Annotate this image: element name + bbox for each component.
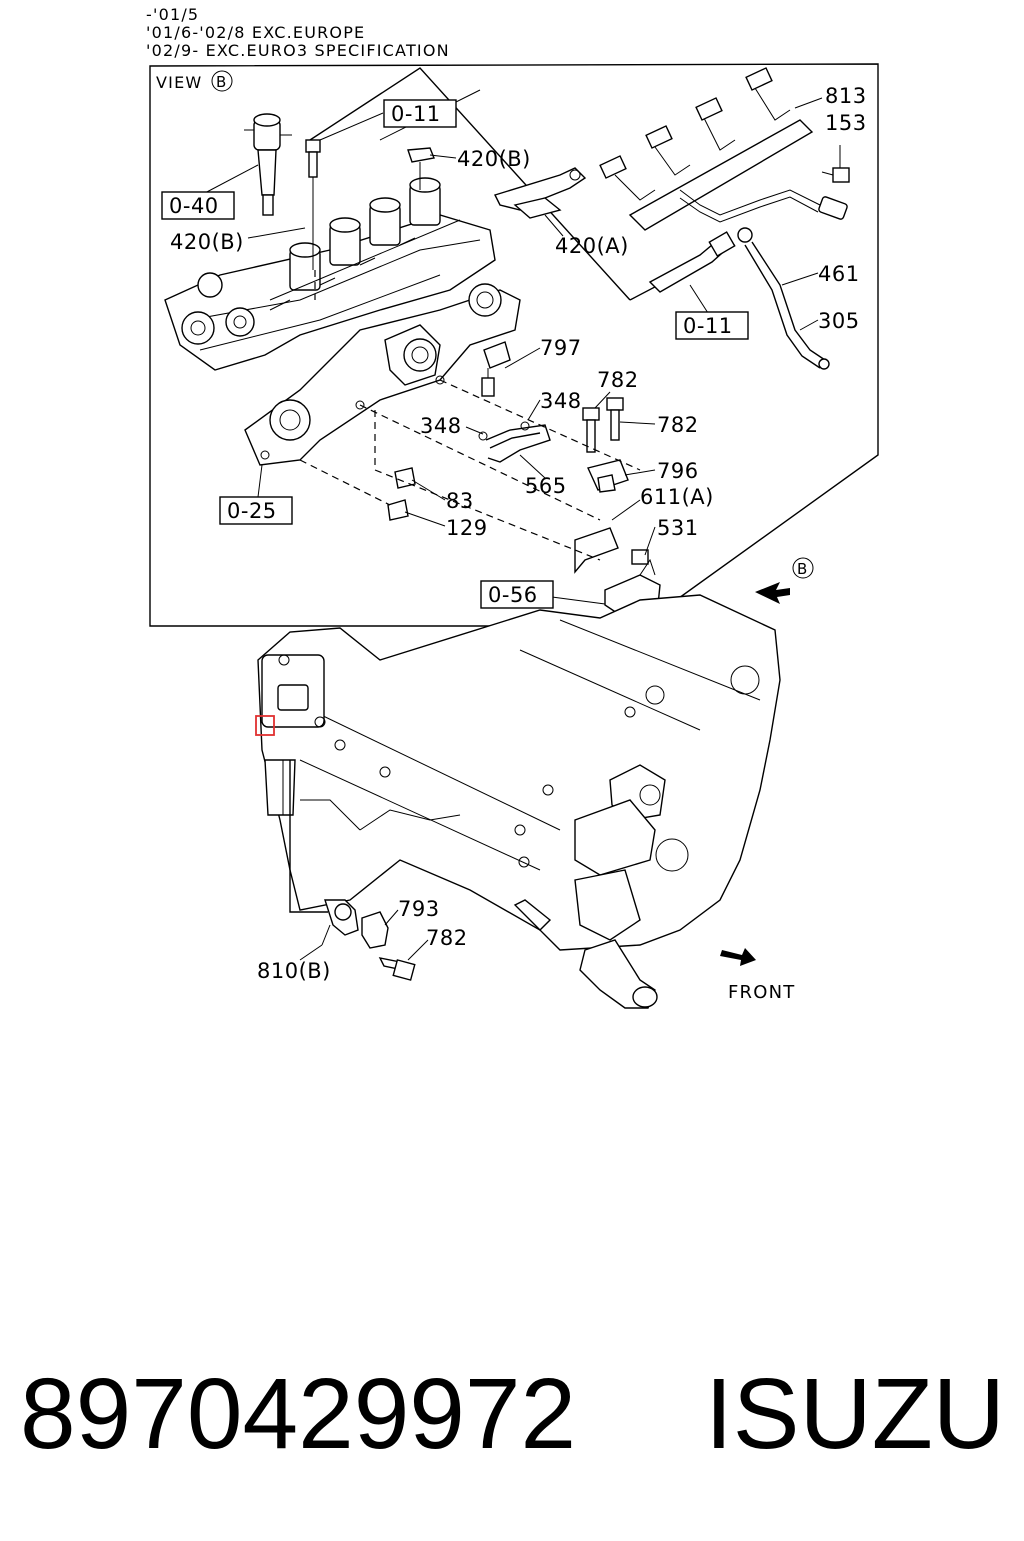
- callout-0-11-top-text: 0-11: [391, 102, 441, 126]
- note-line-2: '01/6-'02/8 EXC.EUROPE: [146, 23, 365, 42]
- callout-0-11-right-text: 0-11: [683, 314, 733, 338]
- leader-lines-view: [202, 97, 841, 605]
- note-line-3: '02/9- EXC.EURO3 SPECIFICATION: [146, 41, 450, 60]
- part-label-83[interactable]: 83: [446, 489, 474, 513]
- highlight-marker[interactable]: [255, 715, 275, 736]
- part-label-611a[interactable]: 611(A): [640, 485, 714, 509]
- bracket-420a: [494, 167, 587, 219]
- sensor-and-pipe-305: [648, 227, 830, 370]
- bolt-top: [305, 139, 321, 270]
- cylinder-head-assembly: [164, 177, 496, 371]
- view-arrow-b: B: [755, 557, 814, 604]
- view-b-frame: [149, 63, 879, 627]
- part-label-797[interactable]: 797: [540, 336, 582, 360]
- applicability-notes: -'01/5 '01/6-'02/8 EXC.EUROPE '02/9- EXC…: [146, 5, 450, 60]
- part-labels-lower: 793 782 810(B): [257, 897, 468, 983]
- part-label-420b-left[interactable]: 420(B): [170, 230, 244, 254]
- view-symbol: B: [216, 73, 226, 91]
- callout-0-25-text: 0-25: [227, 499, 277, 523]
- part-label-305[interactable]: 305: [818, 309, 860, 333]
- view-arrow-symbol: B: [797, 560, 807, 578]
- part-label-153[interactable]: 153: [825, 111, 867, 135]
- part-label-348-b[interactable]: 348: [420, 414, 462, 438]
- bolt-153: [821, 167, 850, 183]
- part-label-348-a[interactable]: 348: [540, 389, 582, 413]
- part-labels-view: 813 153 420(B) 420(B) 420(A) 461 305 797…: [170, 84, 867, 540]
- brand-name: ISUZU: [705, 1358, 1005, 1470]
- tube-565: [478, 421, 551, 463]
- bracket-796: [587, 459, 629, 493]
- injector-part: [244, 113, 292, 216]
- callout-0-40-text: 0-40: [169, 194, 219, 218]
- part-label-461[interactable]: 461: [818, 262, 860, 286]
- bolt-782-lower: [378, 957, 416, 981]
- plugs-83-129: [387, 467, 416, 521]
- sensor-810b: [321, 899, 359, 946]
- cap-793: [361, 911, 389, 949]
- callout-0-56[interactable]: 0-56: [480, 580, 554, 609]
- part-label-565[interactable]: 565: [525, 474, 567, 498]
- lower-assembly-lines: [282, 760, 328, 913]
- front-label: FRONT: [728, 982, 796, 1003]
- wire-harness-813: [599, 67, 848, 231]
- callout-0-56-text: 0-56: [488, 583, 538, 607]
- leader-lines-lower: [299, 909, 429, 961]
- sensor-797: [481, 341, 511, 397]
- callout-0-11-right[interactable]: 0-11: [675, 311, 749, 340]
- part-label-782-a[interactable]: 782: [597, 368, 639, 392]
- exhaust-manifold: [244, 283, 521, 466]
- part-label-793[interactable]: 793: [398, 897, 440, 921]
- front-arrow: FRONT: [720, 948, 796, 1003]
- part-number: 8970429972: [20, 1358, 576, 1470]
- part-label-810b[interactable]: 810(B): [257, 959, 331, 983]
- bracket-lower-531: [574, 527, 649, 574]
- bracket-420b-top: [407, 147, 435, 190]
- callout-0-40[interactable]: 0-40: [161, 191, 235, 220]
- assembly-dashed-lines: [299, 270, 641, 561]
- engine-block: [257, 594, 781, 1009]
- note-line-1: -'01/5: [146, 5, 199, 24]
- part-label-420b-top[interactable]: 420(B): [457, 147, 531, 171]
- part-label-796[interactable]: 796: [657, 459, 699, 483]
- part-label-813[interactable]: 813: [825, 84, 867, 108]
- part-label-782-b[interactable]: 782: [657, 413, 699, 437]
- callout-0-25[interactable]: 0-25: [219, 496, 293, 525]
- bolts-782-upper: [582, 397, 624, 453]
- view-symbol-circle: [211, 70, 233, 92]
- part-label-420a[interactable]: 420(A): [555, 234, 629, 258]
- part-label-782-c[interactable]: 782: [426, 926, 468, 950]
- callout-0-11-top[interactable]: 0-11: [383, 99, 457, 128]
- part-label-531[interactable]: 531: [657, 516, 699, 540]
- view-label: VIEW: [156, 73, 202, 92]
- part-label-129[interactable]: 129: [446, 516, 488, 540]
